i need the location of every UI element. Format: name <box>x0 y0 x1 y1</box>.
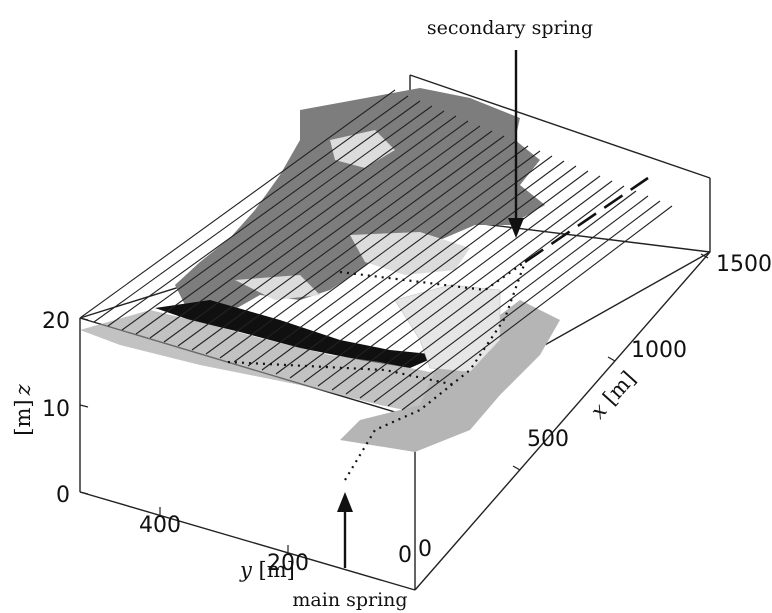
water-table-surface <box>80 88 560 452</box>
ridge-black <box>155 300 440 368</box>
z-tick-0: 0 <box>56 483 70 508</box>
z-tick-10: 10 <box>42 397 70 422</box>
x-tick-500: 500 <box>527 427 569 452</box>
z-axis: 20 10 0 [m]z <box>11 309 89 508</box>
y-tick-0: 0 <box>398 543 412 568</box>
y-axis-label: y [m] <box>239 558 295 582</box>
dotted-traces <box>227 261 527 481</box>
x-tick-0: 0 <box>418 537 432 562</box>
surface-valley <box>340 300 560 452</box>
x-axis-label: x [m] <box>586 367 641 424</box>
z-tick-20: 20 <box>42 309 70 334</box>
main-spring-label: main spring <box>292 589 407 611</box>
y-tick-400: 400 <box>139 513 181 538</box>
arrows <box>337 50 524 568</box>
dashed-trace <box>524 176 649 264</box>
x-tick-1000: 1000 <box>631 338 687 363</box>
slice-lines <box>79 89 673 411</box>
surface-dark-region <box>175 88 545 315</box>
z-axis-label: [m]z <box>11 383 35 435</box>
y-axis: 400 200 0 y [m] <box>139 507 412 582</box>
x-tick-1500: 1500 <box>716 252 772 277</box>
secondary-spring-label: secondary spring <box>427 17 593 39</box>
y-tick-200: 200 <box>267 551 309 576</box>
surface-light-patch-1 <box>350 232 470 275</box>
surface-front-band <box>80 310 480 418</box>
